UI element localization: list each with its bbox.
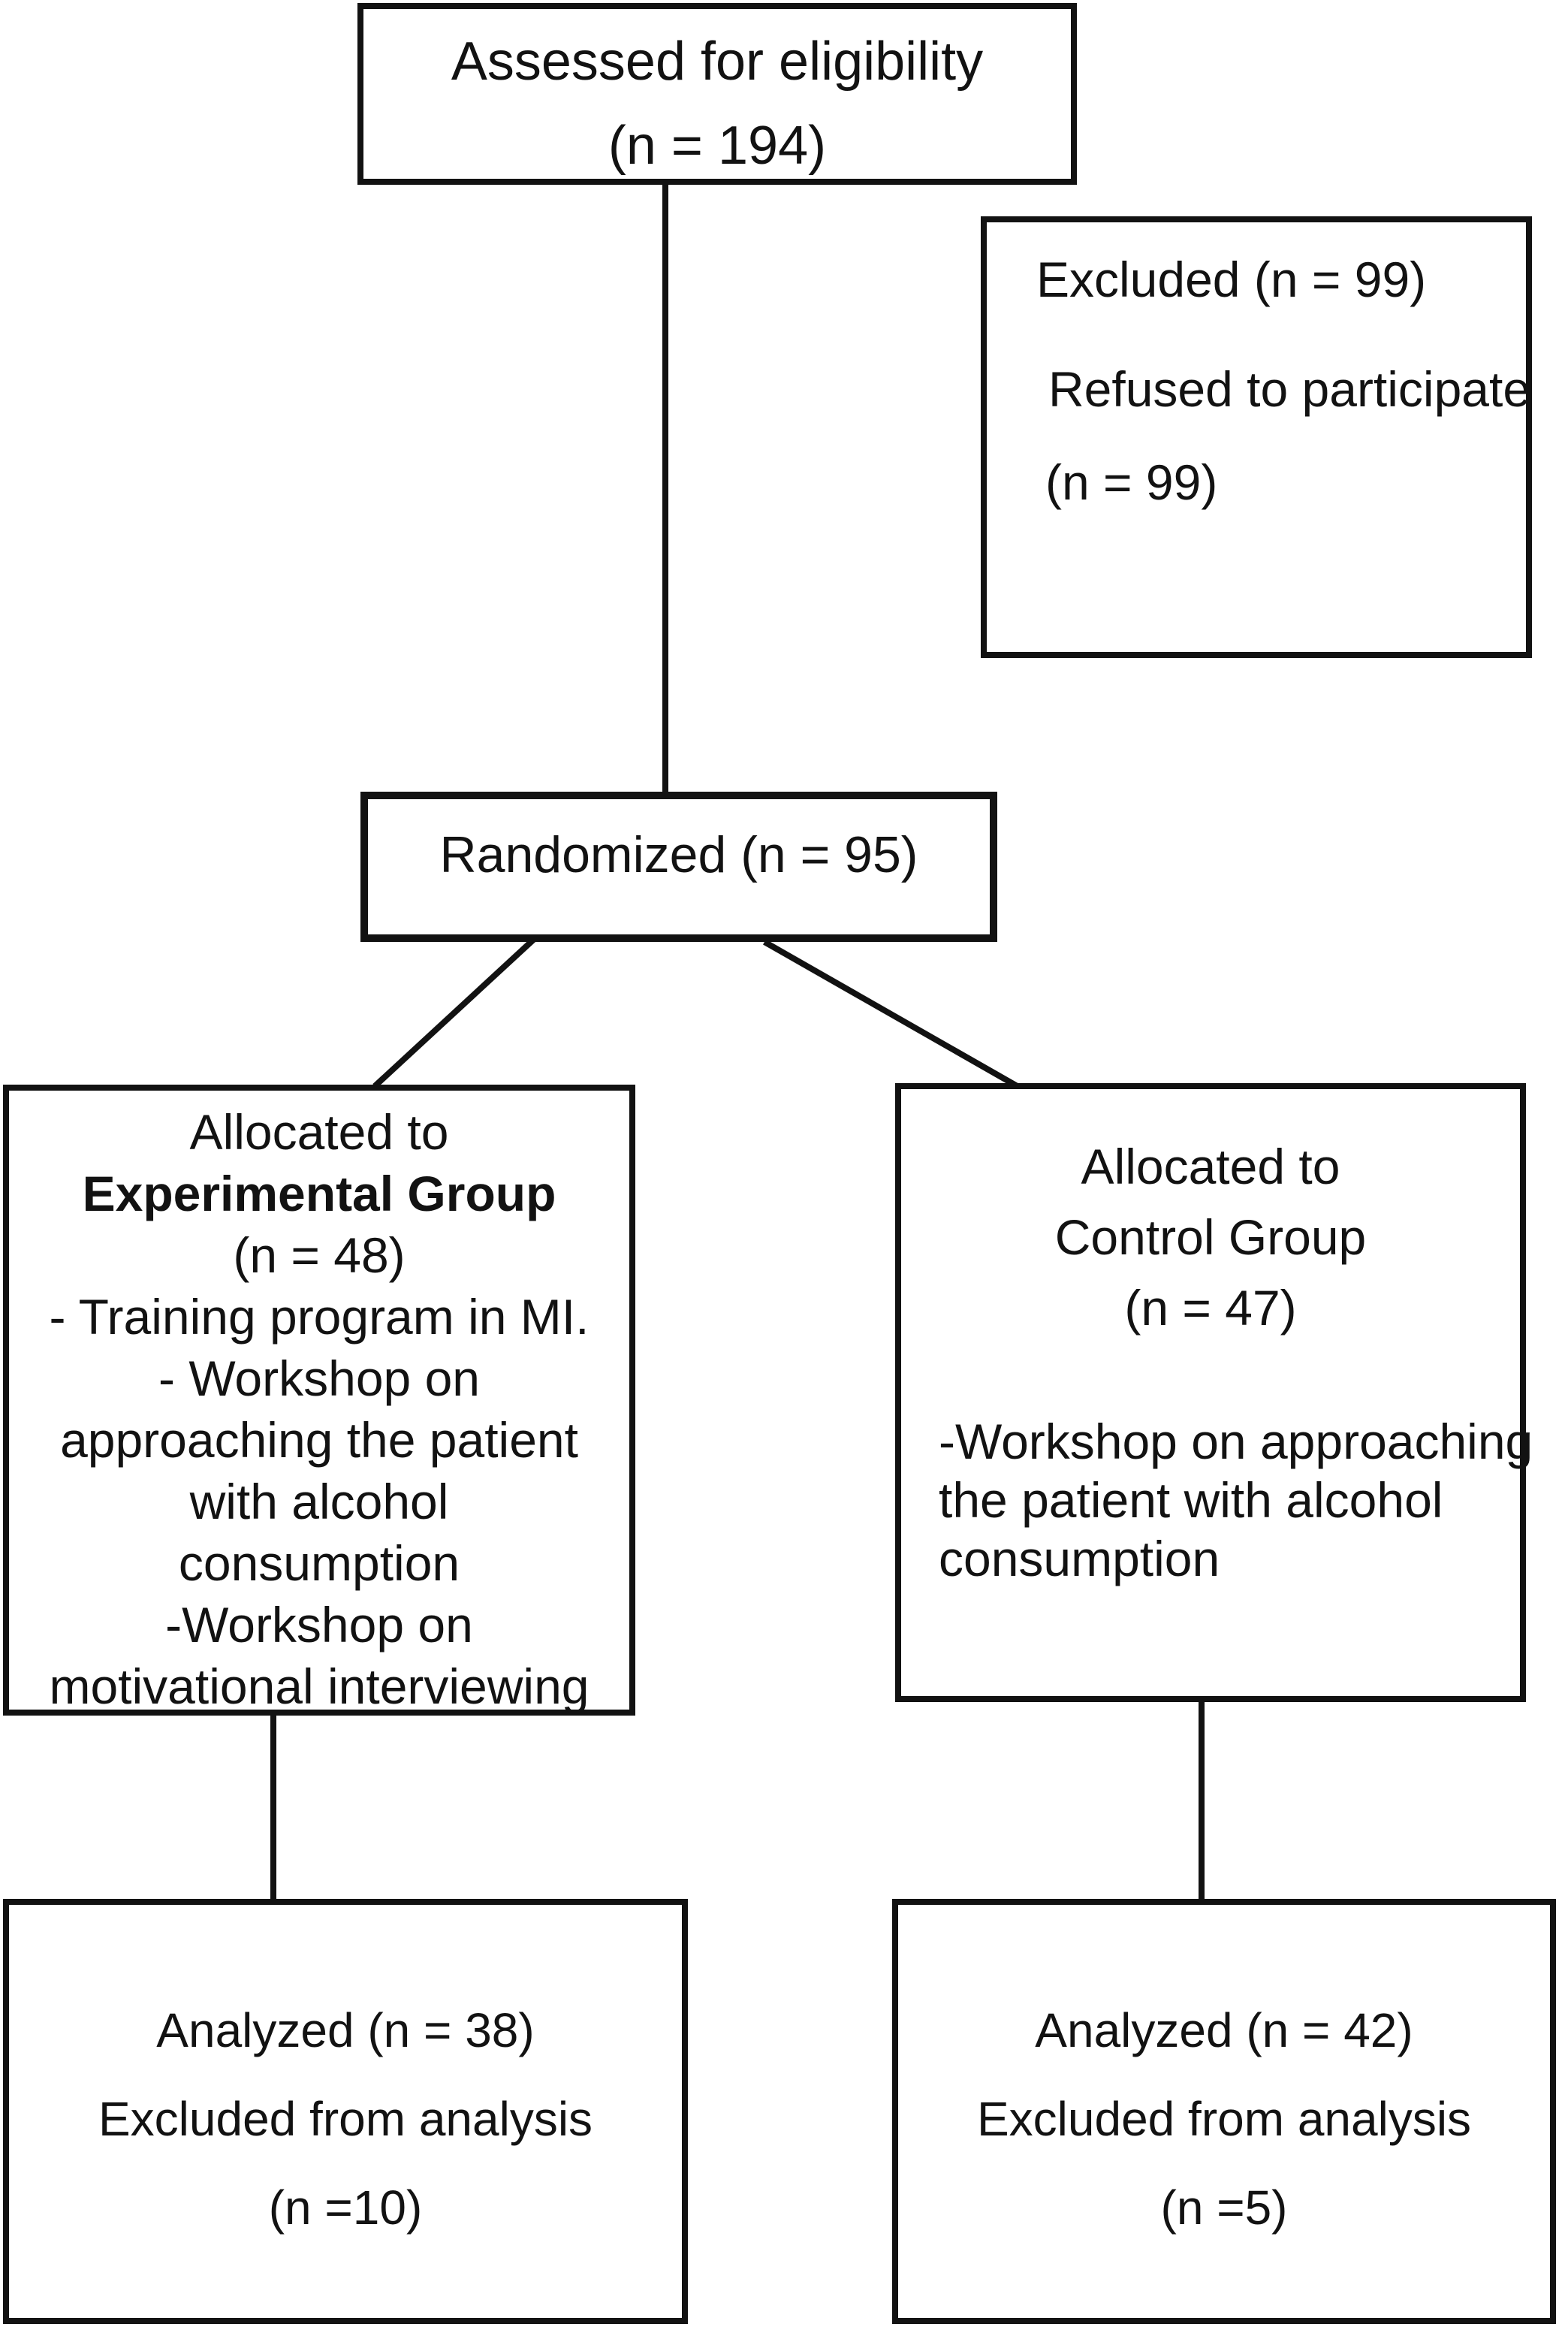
analyzed-left-excluded-label: Excluded from analysis — [98, 2092, 593, 2146]
connector-control-to-analyzed-line — [1199, 1698, 1205, 1902]
experimental-body-line: with alcohol — [189, 1474, 449, 1529]
experimental-body-line: motivational interviewing — [49, 1658, 590, 1714]
box-excluded: Excluded (n = 99) Refused to participate… — [981, 216, 1532, 658]
experimental-body-line: approaching the patient — [60, 1412, 578, 1468]
control-body-line: -Workshop on approaching — [939, 1414, 1533, 1469]
control-count: (n = 47) — [1124, 1280, 1297, 1336]
excluded-reason: Refused to participate — [1048, 361, 1531, 417]
analyzed-right-excluded-label: Excluded from analysis — [976, 2092, 1472, 2146]
box-randomized: Randomized (n = 95) — [360, 792, 997, 942]
analyzed-right-count: Analyzed (n = 42) — [1035, 2003, 1413, 2057]
connector-assessed-to-randomized-line — [662, 182, 668, 795]
assessed-label: Assessed for eligibility — [451, 32, 984, 92]
experimental-body-line: - Workshop on — [158, 1351, 480, 1406]
control-body-line: the patient with alcohol — [939, 1472, 1443, 1528]
box-analyzed-control: Analyzed (n = 42) Excluded from analysis… — [892, 1899, 1556, 2324]
randomized-label: Randomized (n = 95) — [439, 826, 918, 883]
experimental-body-line: consumption — [178, 1535, 460, 1591]
experimental-body-line: - Training program in MI. — [49, 1289, 590, 1345]
box-allocated-experimental-group: Allocated to Experimental Group (n = 48)… — [3, 1085, 635, 1716]
control-group-name: Control Group — [1054, 1209, 1367, 1265]
connector-experimental-to-analyzed-line — [270, 1713, 276, 1902]
analyzed-left-excluded-count: (n =10) — [268, 2181, 423, 2235]
experimental-body-line: -Workshop on — [165, 1597, 473, 1652]
box-allocated-control-group: Allocated to Control Group (n = 47) -Wor… — [895, 1083, 1533, 1702]
analyzed-right-excluded-count: (n =5) — [1160, 2181, 1288, 2235]
control-body: -Workshop on approaching the patient wit… — [901, 1412, 1533, 1588]
experimental-count: (n = 48) — [233, 1227, 406, 1283]
box-analyzed-experimental: Analyzed (n = 38) Excluded from analysis… — [3, 1899, 688, 2324]
experimental-group-name: Experimental Group — [82, 1166, 556, 1221]
control-heading-line: Allocated to — [1081, 1139, 1340, 1194]
connector-randomized-to-control-line — [763, 939, 1022, 1091]
experimental-heading-line: Allocated to — [189, 1104, 449, 1160]
box-assessed-for-eligibility: Assessed for eligibility (n = 194) — [357, 3, 1077, 185]
control-heading: Allocated to Control Group (n = 47) — [901, 1089, 1520, 1343]
excluded-label: Excluded (n = 99) — [1036, 252, 1427, 307]
analyzed-left-count: Analyzed (n = 38) — [156, 2003, 535, 2057]
control-body-line: consumption — [939, 1531, 1220, 1586]
connector-randomized-to-experimental-line — [372, 932, 541, 1089]
assessed-count: (n = 194) — [608, 116, 827, 176]
excluded-reason-count: (n = 99) — [1045, 454, 1218, 510]
